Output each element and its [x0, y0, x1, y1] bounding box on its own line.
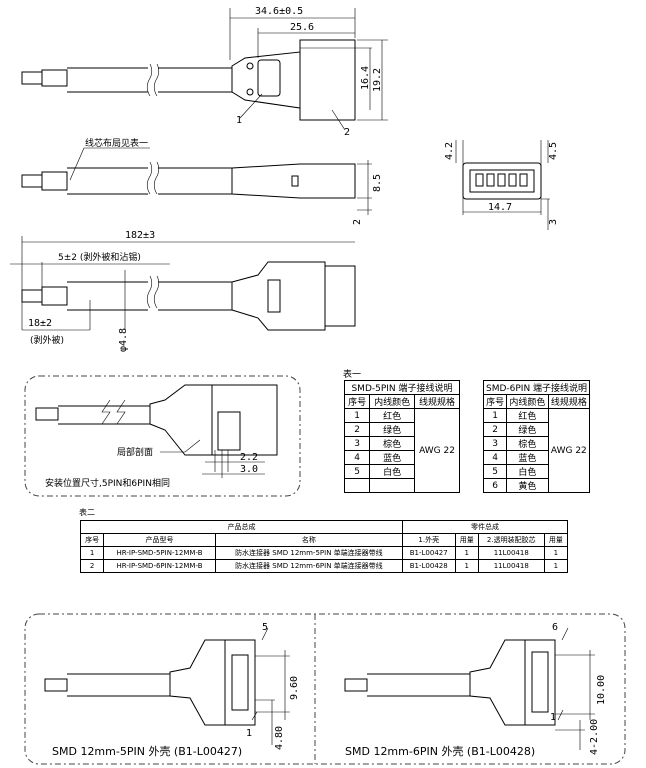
dim-inset-a: 2.2 — [240, 452, 258, 463]
core-layout-note: 线芯布局见表一 — [85, 137, 148, 149]
dim-h1: 16.4 — [360, 66, 371, 90]
dim-end-right: 4.5 — [548, 142, 559, 160]
dim-diameter: φ4.8 — [118, 328, 129, 352]
side-view: 线芯布局见表一 8.5 2 — [21, 137, 383, 225]
table1-label: 表一 — [343, 370, 362, 380]
dim-6pin-b: 4-2.00 — [589, 719, 600, 755]
cable — [67, 67, 232, 93]
header: 线规规格 — [547, 394, 591, 409]
callout-1-right: 1 — [550, 712, 556, 723]
header: 2.透明装配胶芯 — [477, 533, 545, 547]
group-parts: 零件总成 — [401, 520, 569, 534]
table2-label: 表二 — [79, 508, 95, 517]
header: 线规规格 — [414, 394, 460, 409]
dim-length: 182±3 — [125, 230, 155, 241]
group-product: 产品总成 — [80, 520, 403, 534]
callout-6: 6 — [552, 622, 558, 633]
dim-total: 34.6±0.5 — [255, 6, 303, 17]
callout-2: 2 — [344, 127, 350, 138]
dim-side-h: 8.5 — [372, 174, 383, 192]
gauge-cell: AWG 22 — [414, 408, 460, 493]
header: 1.外壳 — [401, 533, 456, 547]
gauge-cell: AWG 22 — [547, 408, 591, 493]
header: 用量 — [543, 533, 569, 547]
shell-6pin: 6 10.00 4-2.00 1 SMD 12mm-6PIN 外壳 (B1-L0… — [344, 622, 607, 758]
header: 名称 — [214, 533, 403, 547]
header: 序号 — [79, 533, 105, 547]
dim-end-width: 14.7 — [488, 202, 512, 213]
dim-5pin-a: 9.60 — [289, 676, 300, 700]
callout-1-left: 1 — [246, 728, 252, 739]
dim-side-offset: 2 — [352, 219, 363, 225]
dim-jacket-note: (剥外被) — [30, 334, 64, 346]
header: 产品型号 — [103, 533, 216, 547]
wire-strands — [21, 71, 43, 85]
bottom-panels: 5 9.60 4.80 1 SMD 12mm-5PIN 外壳 (B1-L0042… — [24, 613, 626, 765]
table1-5pin-title: SMD-5PIN 端子接线说明 — [344, 380, 460, 395]
section-label: 局部剖面 — [117, 446, 153, 458]
end-view: 4.2 4.5 14.7 3 — [444, 140, 559, 230]
header: 内线颜色 — [369, 394, 416, 409]
header: 内线颜色 — [506, 394, 549, 409]
caption-5pin: SMD 12mm-5PIN 外壳 (B1-L00427) — [52, 744, 242, 758]
install-inset: 局部剖面 2.2 3.0 安装位置尺寸,5PIN和6PIN相同 — [24, 375, 301, 497]
install-note: 安装位置尺寸,5PIN和6PIN相同 — [45, 477, 170, 489]
dim-inset-b: 3.0 — [240, 464, 258, 475]
connector-side — [231, 163, 356, 199]
table-row — [343, 478, 460, 493]
length-view: 182±3 5±2 (剥外被和沾锡) 18±2 (剥外被) φ4.8 — [10, 230, 356, 352]
caption-6pin: SMD 12mm-6PIN 外壳 (B1-L00428) — [345, 744, 535, 758]
callout-1: 1 — [236, 115, 242, 126]
shell-5pin: 5 9.60 4.80 1 SMD 12mm-5PIN 外壳 (B1-L0042… — [44, 622, 300, 758]
dim-6pin-a: 10.00 — [596, 675, 607, 705]
top-view: 34.6±0.5 25.6 16.4 19.2 1 2 — [21, 6, 388, 138]
header: 用量 — [454, 533, 479, 547]
connector-head — [299, 39, 356, 121]
header: 序号 — [482, 394, 508, 409]
dim-end-left: 4.2 — [444, 142, 455, 160]
dim-5pin-b: 4.80 — [274, 726, 285, 750]
table1-6pin-title: SMD-6PIN 端子接线说明 — [482, 380, 591, 395]
dim-body: 25.6 — [290, 22, 314, 33]
wire-insulation — [41, 69, 68, 87]
callout-5: 5 — [262, 622, 268, 633]
dim-h2: 19.2 — [372, 68, 383, 92]
header: 序号 — [343, 394, 371, 409]
dim-jacket: 18±2 — [28, 318, 52, 329]
dim-end-bottom: 3 — [548, 219, 559, 225]
break-mark — [146, 63, 160, 97]
dim-strip: 5±2 (剥外被和沾锡) — [58, 251, 141, 263]
